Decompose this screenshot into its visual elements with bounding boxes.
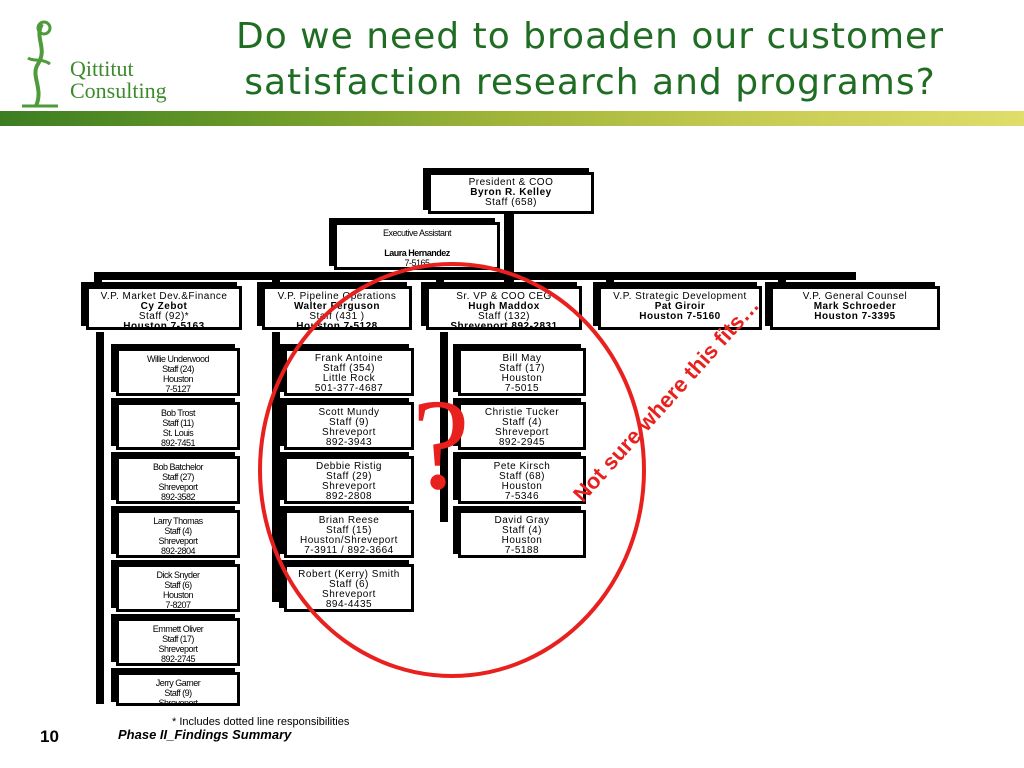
vp-box-1-line: Cy Zebot	[140, 301, 188, 312]
question-mark: ?	[412, 373, 470, 517]
vp-box-1-line: Staff (92)*	[138, 311, 190, 322]
footnote: * Includes dotted line responsibilities	[172, 716, 350, 728]
staff-box-col1-line: Dick Snyder	[156, 570, 200, 580]
staff-box-col1-line: Staff (9)	[164, 688, 192, 698]
vp-box-1-line: V.P. Market Dev.&Finance	[100, 291, 228, 302]
assistant-box-line	[337, 238, 497, 248]
staff-box-col1-line: Emmett Oliver	[152, 624, 204, 634]
footer-label: Phase II_Findings Summary	[118, 727, 292, 742]
president-box-line: Byron R. Kelley	[470, 187, 552, 198]
title-line-2: satisfaction research and programs?	[244, 62, 936, 103]
staff-box-col1-line: Staff (6)	[164, 580, 192, 590]
staff-box-col1-line: 7-8207	[165, 600, 191, 610]
page-number: 10	[40, 727, 59, 746]
connector-col-1	[96, 332, 104, 704]
staff-box-col1-line: Bob Trost	[160, 408, 196, 418]
vp-box-4-line: V.P. Strategic Development	[613, 291, 747, 302]
title-line-1: Do we need to broaden our customer	[235, 16, 945, 57]
vp-box-2-line: V.P. Pipeline Operations	[277, 291, 397, 302]
logo-line-1: Qittitut	[70, 56, 134, 81]
staff-box-col1-line: Shreveport	[158, 698, 198, 706]
staff-box-col1-line: 892-2804	[160, 546, 196, 556]
staff-box-col1-line: Staff (11)	[162, 418, 194, 428]
connector-president	[504, 210, 514, 282]
assistant-box-line: Executive Assistant	[382, 228, 452, 238]
staff-box-col1-line: 7-5127	[165, 384, 191, 394]
staff-box-col1-line: Staff (27)	[162, 472, 194, 482]
assistant-box-line: Laura Hernandez	[384, 248, 450, 258]
staff-box-col1-line: Shreveport	[158, 536, 198, 546]
vp-box-4-line: Houston 7-5160	[639, 311, 721, 322]
president-box-line: Staff (658)	[484, 197, 537, 208]
vp-box-4-line: Pat Giroir	[654, 301, 706, 312]
staff-box-col1-line: Shreveport	[158, 482, 198, 492]
president-box-line: President & COO	[468, 177, 554, 188]
assistant-box-line: 7-5165	[404, 258, 430, 268]
staff-box-col1-line: Houston	[162, 590, 194, 600]
logo-line-2: Consulting	[70, 78, 167, 103]
staff-box-col1-line: Larry Thomas	[153, 516, 203, 526]
decorative-band	[0, 111, 1024, 126]
staff-box-col1-line: 892-2745	[160, 654, 196, 664]
staff-box-col1-line: Staff (24)	[162, 364, 194, 374]
staff-box-col1-line: St. Louis	[162, 428, 194, 438]
staff-box-col1-line: 892-3582	[160, 492, 196, 502]
vp-box-5-line: Houston 7-3395	[814, 311, 896, 322]
vp-box-5-line: Mark Schroeder	[813, 301, 897, 312]
staff-box-col1-line: Staff (17)	[162, 634, 194, 644]
vp-box-1-line: Houston 7-5163	[123, 321, 205, 330]
staff-box-col1-line: Jerry Garner	[155, 678, 201, 688]
highlight-circle	[258, 262, 646, 678]
company-logo: Qittitut Consulting	[14, 18, 194, 110]
staff-box-col1-line: Houston	[162, 374, 194, 384]
staff-box-col1-line: Staff (4)	[164, 526, 192, 536]
slide-title: Do we need to broaden our customer satis…	[205, 14, 975, 106]
figure-logo-icon	[22, 20, 58, 108]
staff-box-col1-line: Bob Batchelor	[152, 462, 204, 472]
staff-box-col1-line: 892-7451	[160, 438, 196, 448]
staff-box-col1-line: Shreveport	[158, 644, 198, 654]
staff-box-col1-line: Willie Underwood	[146, 354, 210, 364]
vp-box-5-line: V.P. General Counsel	[802, 291, 908, 302]
